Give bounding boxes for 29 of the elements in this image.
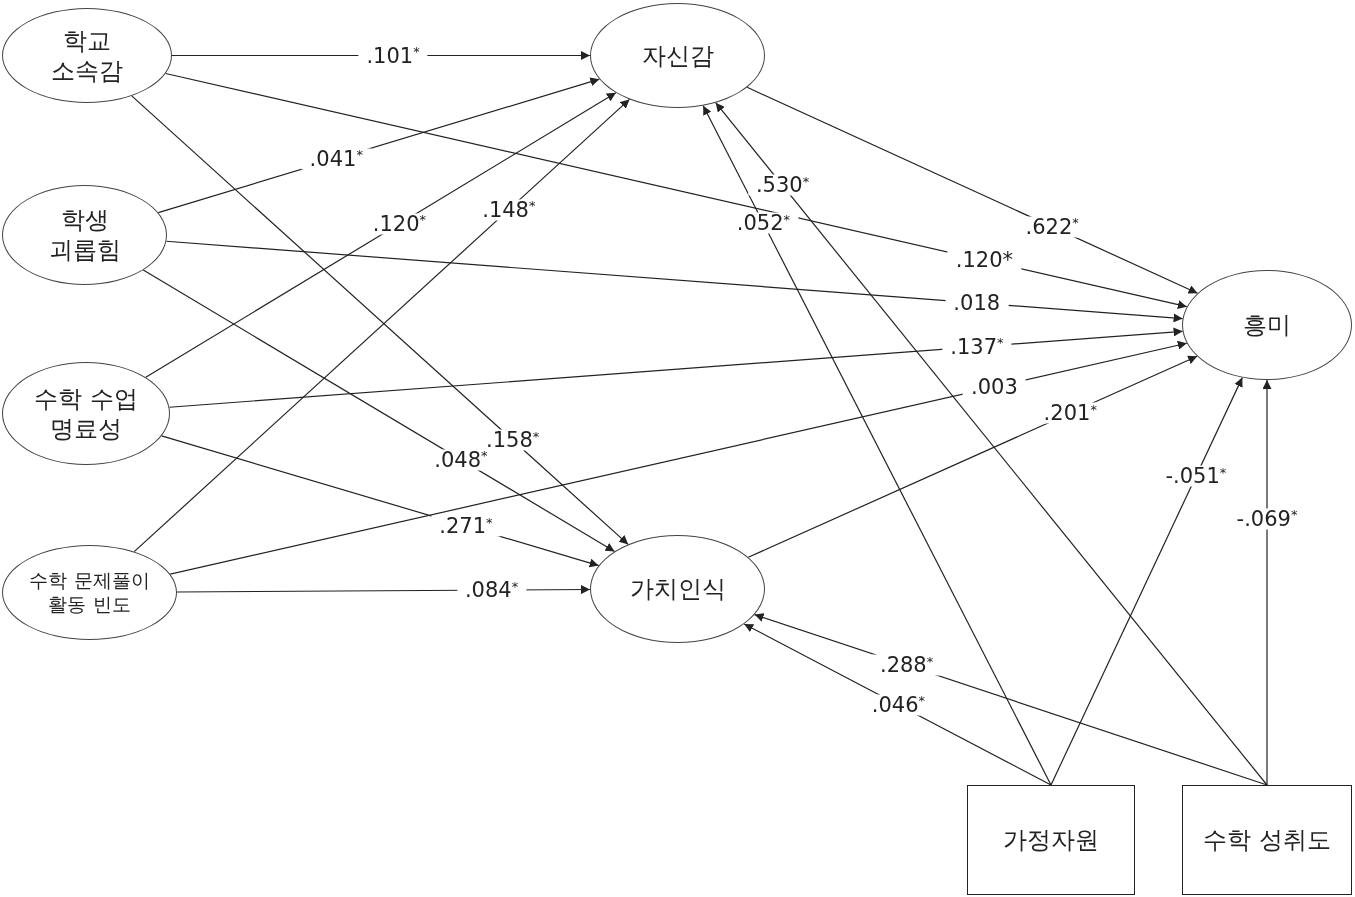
arrow [1050,377,1243,786]
node-label: 자신감 [641,40,714,71]
arrow [746,86,1199,294]
node-label: 수학 문제풀이 활동 빈도 [28,568,151,617]
edge-label: .003 [963,376,1026,398]
node-label: 가치인식 [629,574,726,604]
arrow [145,92,617,378]
arrow [702,105,1052,786]
node-label: 학교 소속감 [50,25,124,86]
node-label: 가정자원 [1003,825,1099,855]
node-label: 수학 성취도 [1203,825,1331,855]
edge-label: .101$^{*}$ [358,45,428,66]
arrow [142,269,616,553]
edge-label: .271$^{*}$ [431,515,501,537]
arrow [165,72,1188,310]
arrow [747,355,1198,558]
arrow [1262,379,1272,786]
node-label: 흥미 [1243,310,1291,340]
arrow [165,240,1184,323]
variable-box [967,785,1135,895]
arrow [168,327,1184,408]
arrow [169,340,1188,575]
edge-label: .288$^{*}$ [871,654,942,676]
arrow [715,102,1268,786]
node-label: 학생 괴롭힘 [47,205,122,265]
edge-label: .120* [947,249,1021,271]
variable-box [1182,785,1352,895]
node-label: 수학 수업 명료성 [33,383,139,444]
edge-label: .041$^{*}$ [301,148,371,170]
